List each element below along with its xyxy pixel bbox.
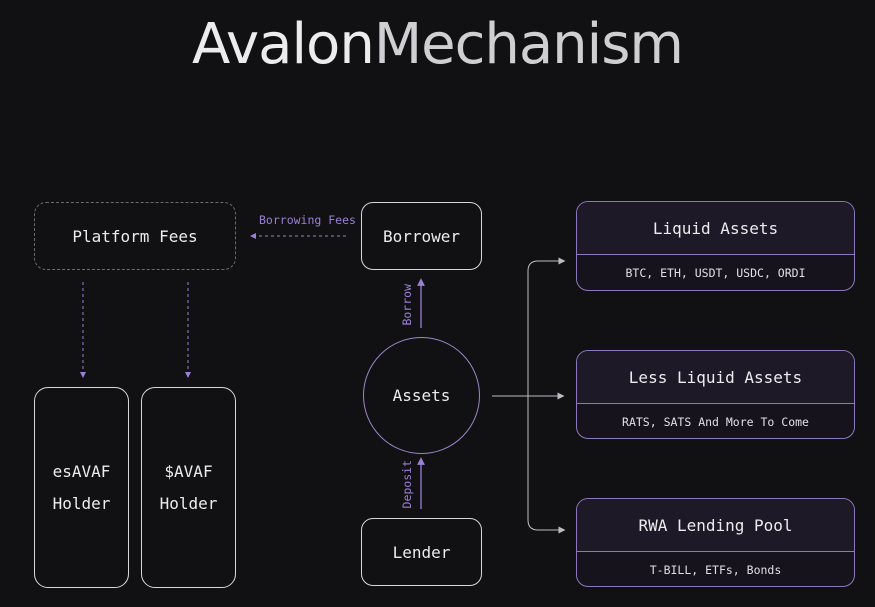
title-word-1: Avalon: [192, 12, 375, 77]
savaf-holder-line1: $AVAF: [164, 461, 213, 481]
borrowing-fees-label: Borrowing Fees: [259, 213, 356, 227]
platform-fees-label: Platform Fees: [72, 226, 198, 246]
asset-class-card: Less Liquid Assets RATS, SATS And More T…: [576, 350, 855, 439]
lender-node: Lender: [361, 518, 482, 586]
branch-bracket: [527, 260, 561, 531]
page-title: AvalonMechanism: [0, 12, 875, 77]
platform-fees-node: Platform Fees: [34, 202, 236, 270]
asset-class-items: T-BILL, ETFs, Bonds: [649, 563, 782, 577]
asset-class-title: Less Liquid Assets: [577, 351, 854, 404]
borrower-node: Borrower: [361, 202, 482, 270]
deposit-label: Deposit: [400, 460, 414, 509]
asset-class-items: BTC, ETH, USDT, USDC, ORDI: [625, 266, 806, 280]
esavaf-holder-line2: Holder: [52, 493, 111, 513]
asset-class-title: Liquid Assets: [577, 202, 854, 255]
lender-label: Lender: [392, 542, 451, 562]
assets-node: Assets: [363, 337, 480, 454]
asset-class-card: RWA Lending Pool T-BILL, ETFs, Bonds: [576, 498, 855, 587]
borrow-label: Borrow: [400, 284, 414, 326]
savaf-holder-node: $AVAF Holder: [141, 387, 236, 588]
esavaf-holder-line1: esAVAF: [52, 461, 111, 481]
borrower-label: Borrower: [382, 226, 461, 246]
assets-label: Assets: [392, 386, 451, 405]
title-word-2: Mechanism: [373, 12, 684, 77]
savaf-holder-line2: Holder: [159, 493, 218, 513]
asset-class-items: RATS, SATS And More To Come: [622, 415, 809, 429]
asset-class-card: Liquid Assets BTC, ETH, USDT, USDC, ORDI: [576, 201, 855, 291]
asset-class-title: RWA Lending Pool: [577, 499, 854, 552]
esavaf-holder-node: esAVAF Holder: [34, 387, 129, 588]
